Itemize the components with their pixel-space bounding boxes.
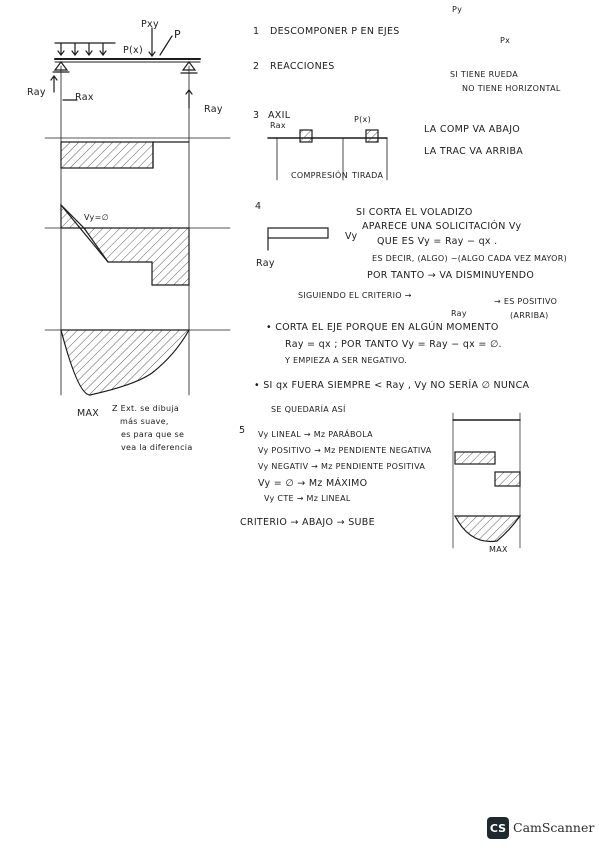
section-4-ray: Ray — [256, 258, 275, 269]
reaction-rax-label: Rax — [75, 92, 94, 103]
camscanner-brand-text: CamScanner — [513, 820, 595, 835]
section-3-number: 3 — [253, 110, 260, 121]
section-3-title: AXIL — [268, 110, 291, 121]
section-3-px: P(x) — [354, 115, 372, 124]
section-4-si-qx: • SI qx FUERA SIEMPRE < Ray , Vy NO SERÍ… — [254, 380, 530, 391]
reaction-ray-left-label: Ray — [27, 87, 46, 98]
section-1-number: 1 — [253, 26, 260, 37]
section-3-note-2: LA TRAC VA ARRIBA — [424, 146, 524, 157]
section-2-note-1: SI TIENE RUEDA — [450, 70, 519, 79]
section-2-text: REACCIONES — [270, 61, 335, 72]
section-4-line-1: SI CORTA EL VOLADIZO — [356, 207, 473, 218]
section-5-criterio: CRITERIO → ABAJO → SUBE — [240, 517, 375, 528]
section-3-note-1: LA COMP VA ABAJO — [424, 124, 521, 135]
section-4-vy: Vy — [345, 231, 358, 242]
camscanner-logo-icon: CS — [487, 817, 509, 839]
section-4-es-decir: ES DECIR, (ALGO) −(ALGO CADA VEZ MAYOR) — [372, 254, 568, 263]
section-2-number: 2 — [253, 61, 260, 72]
max-label: MAX — [77, 408, 100, 419]
note-line-2: más suave, — [120, 417, 169, 426]
section-4-por-tanto: POR TANTO → VA DISMINUYENDO — [367, 270, 535, 281]
section-5-number: 5 — [239, 425, 246, 436]
section-4-quedaria: SE QUEDARÍA ASÍ — [271, 405, 346, 414]
note-line-3: es para que se — [121, 430, 185, 439]
section-5-max-small: MAX — [489, 545, 508, 554]
section-4-corta: • CORTA EL EJE PORQUE EN ALGÚN MOMENTO — [266, 322, 499, 333]
section-5-line-2: Vy POSITIVO → Mz PENDIENTE NEGATIVA — [258, 446, 432, 455]
vy-zero-label: Vy=∅ — [84, 213, 109, 222]
load-pxy-label: Pxy — [141, 19, 159, 30]
section-4-number: 4 — [255, 201, 262, 212]
section-4-siguiendo: SIGUIENDO EL CRITERIO → — [298, 291, 412, 300]
section-1-text: DESCOMPONER P EN EJES — [270, 26, 400, 37]
section-1-px: Px — [500, 36, 511, 45]
section-5-line-1: Vy LINEAL → Mz PARÁBOLA — [258, 430, 373, 439]
section-5-line-3: Vy NEGATIV → Mz PENDIENTE POSITIVA — [258, 462, 426, 471]
section-1-py: Py — [452, 5, 463, 14]
section-4-positivo: → ES POSITIVO — [494, 297, 558, 306]
section-4-negativo: Y EMPIEZA A SER NEGATIVO. — [285, 356, 408, 365]
section-2-note-2: NO TIENE HORIZONTAL — [462, 84, 561, 93]
section-4-arriba: (ARRIBA) — [510, 311, 549, 320]
section-3-traction: TIRADA — [352, 171, 384, 180]
section-5-line-4: Vy = ∅ → Mz MÁXIMO — [258, 478, 368, 489]
section-4-ray-small: Ray — [451, 309, 467, 318]
section-3-rax: Rax — [270, 121, 286, 130]
section-4-line-3: QUE ES Vy = Ray − qx . — [377, 236, 498, 247]
note-line-4: vea la diferencia — [121, 443, 193, 452]
note-line-1: Z Ext. se dibuja — [112, 404, 180, 413]
section-5-line-5: Vy CTE → Mz LINEAL — [264, 494, 351, 503]
reaction-ray-right-label: Ray — [204, 104, 223, 115]
section-4-line-2: APARECE UNA SOLICITACIÓN Vy — [362, 221, 522, 232]
position-px-label: P(x) — [123, 45, 143, 56]
load-p-label: P — [174, 28, 181, 41]
section-3-compression: COMPRESIÓN — [291, 171, 348, 180]
section-4-eq1: Ray = qx ; POR TANTO Vy = Ray − qx = ∅. — [285, 339, 502, 350]
